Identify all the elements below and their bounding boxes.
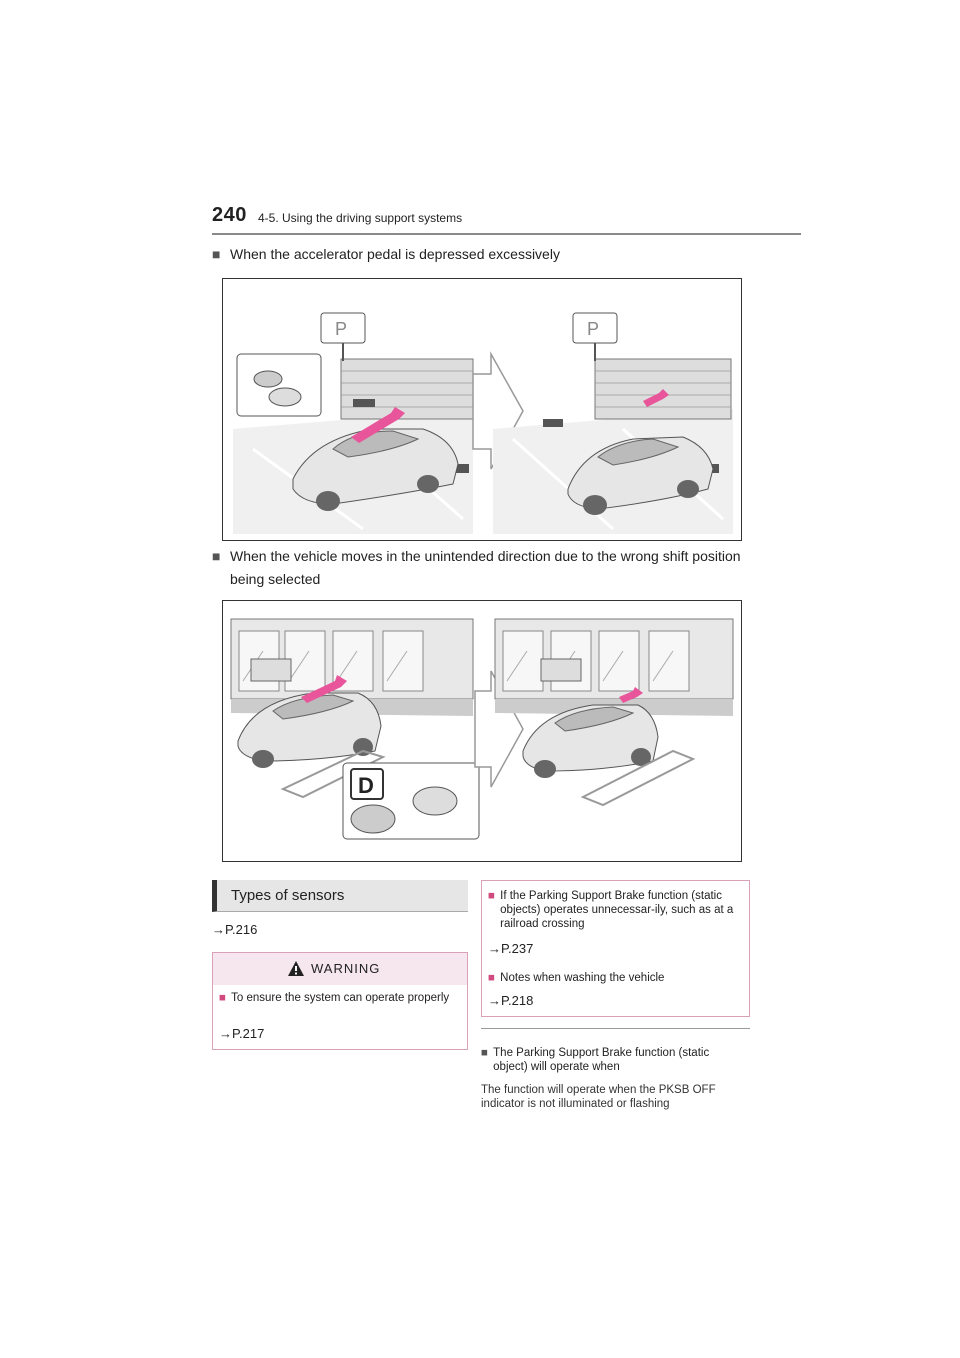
- bullet-square-icon: ■: [481, 1047, 488, 1059]
- svg-text:P: P: [335, 319, 347, 339]
- header-rule: [212, 233, 801, 235]
- warning-page-ref: →P.217: [219, 1026, 265, 1041]
- bullet-square-icon: ■: [488, 890, 495, 902]
- parking-illustration-1: P P: [233, 312, 733, 534]
- shift-letter: D: [358, 773, 374, 798]
- types-of-sensors-heading: Types of sensors: [212, 880, 468, 912]
- section-divider: [481, 1028, 750, 1029]
- note-item-railroad: ■ If the Parking Support Brake function …: [488, 890, 734, 930]
- warning-box: WARNING ■ To ensure the system can opera…: [212, 952, 468, 1050]
- parking-illustration-2: D: [230, 618, 734, 840]
- types-page-ref: →P.216: [212, 922, 258, 937]
- operate-heading: ■ The Parking Support Brake function (st…: [481, 1047, 710, 1073]
- page-number: 240: [212, 204, 247, 226]
- bullet-square-icon: ■: [219, 992, 226, 1004]
- bullet-square-icon: ■: [488, 972, 495, 984]
- svg-text:P: P: [587, 319, 599, 339]
- bullet-square-icon: ■: [212, 548, 221, 564]
- warning-item: ■ To ensure the system can operate prope…: [219, 992, 450, 1004]
- note-railroad-page-ref: →P.237: [488, 941, 534, 956]
- warning-triangle-icon: [288, 961, 304, 976]
- figure-wrong-shift: D: [222, 600, 742, 862]
- operate-body: The function will operate when the PKSB …: [481, 1084, 716, 1110]
- bullet-square-icon: ■: [212, 246, 221, 262]
- figure-accelerator-excess: P P: [222, 278, 742, 541]
- notes-box: ■ If the Parking Support Brake function …: [481, 880, 750, 1017]
- warning-header: WARNING: [213, 953, 467, 985]
- section-heading-wrong-shift: ■When the vehicle moves in the unintende…: [212, 545, 770, 591]
- note-item-washing: ■ Notes when washing the vehicle: [488, 972, 665, 984]
- warning-title: WARNING: [311, 961, 381, 976]
- chapter-title: 4-5. Using the driving support systems: [258, 211, 463, 225]
- section-heading-accelerator: ■When the accelerator pedal is depressed…: [212, 243, 770, 266]
- note-washing-page-ref: →P.218: [488, 993, 534, 1008]
